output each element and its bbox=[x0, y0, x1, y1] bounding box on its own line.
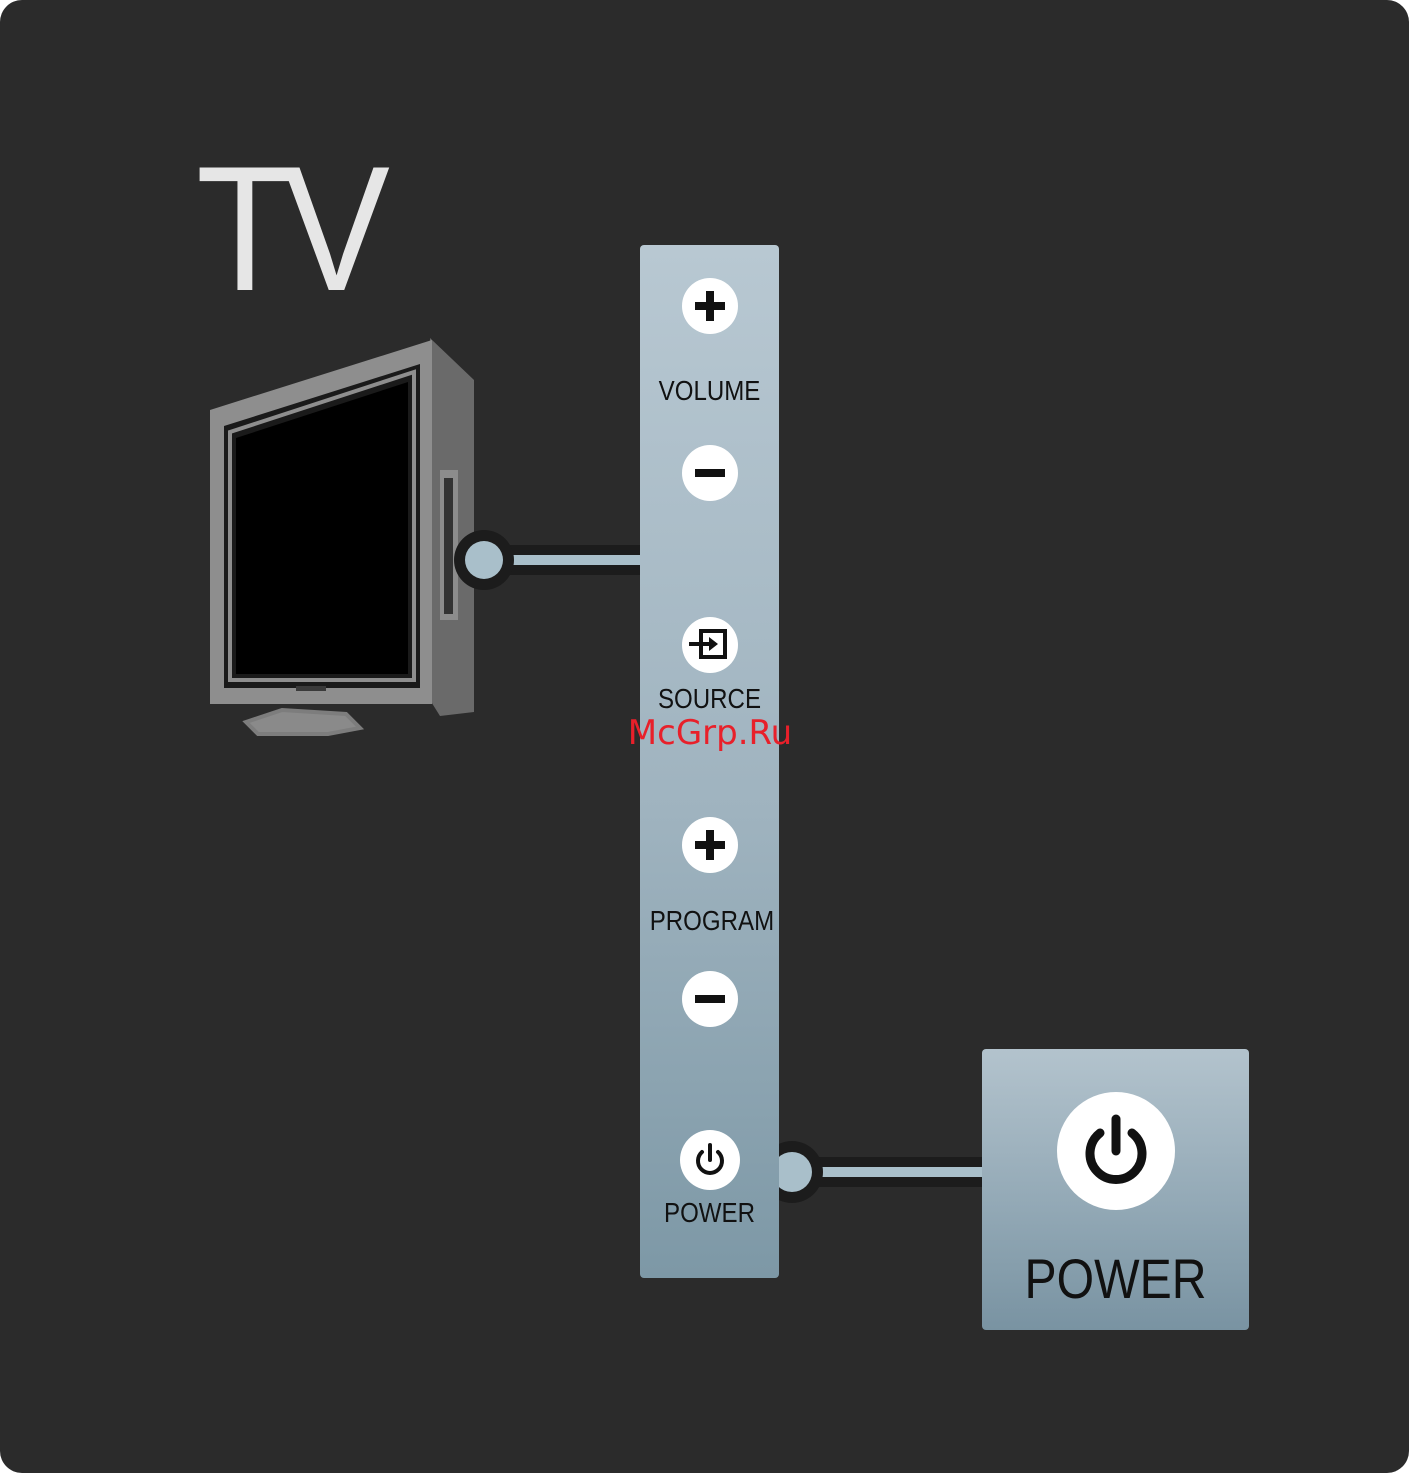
source-label: SOURCE bbox=[650, 683, 770, 715]
power-connector bbox=[761, 1141, 984, 1203]
volume-down-button[interactable] bbox=[682, 445, 738, 501]
power-callout: POWER bbox=[982, 1049, 1249, 1330]
program-up-button[interactable] bbox=[682, 817, 738, 873]
power-callout-label: POWER bbox=[1001, 1251, 1231, 1307]
plus-icon bbox=[690, 286, 730, 326]
power-label: POWER bbox=[650, 1197, 770, 1229]
source-button[interactable] bbox=[682, 617, 738, 673]
watermark-text: McGrp.Ru bbox=[600, 716, 820, 750]
program-label: PROGRAM bbox=[650, 905, 770, 937]
plus-icon bbox=[690, 825, 730, 865]
source-icon bbox=[687, 625, 733, 665]
volume-up-button[interactable] bbox=[682, 278, 738, 334]
power-icon bbox=[690, 1140, 730, 1180]
tv-connector bbox=[454, 530, 642, 590]
minus-icon bbox=[690, 979, 730, 1019]
minus-icon bbox=[690, 453, 730, 493]
power-icon bbox=[1076, 1111, 1156, 1191]
side-control-panel: VOLUME SOURCE PROGRAM bbox=[640, 245, 779, 1278]
volume-label: VOLUME bbox=[650, 375, 770, 407]
power-button[interactable] bbox=[680, 1130, 740, 1190]
program-down-button[interactable] bbox=[682, 971, 738, 1027]
power-callout-button[interactable] bbox=[1057, 1092, 1175, 1210]
